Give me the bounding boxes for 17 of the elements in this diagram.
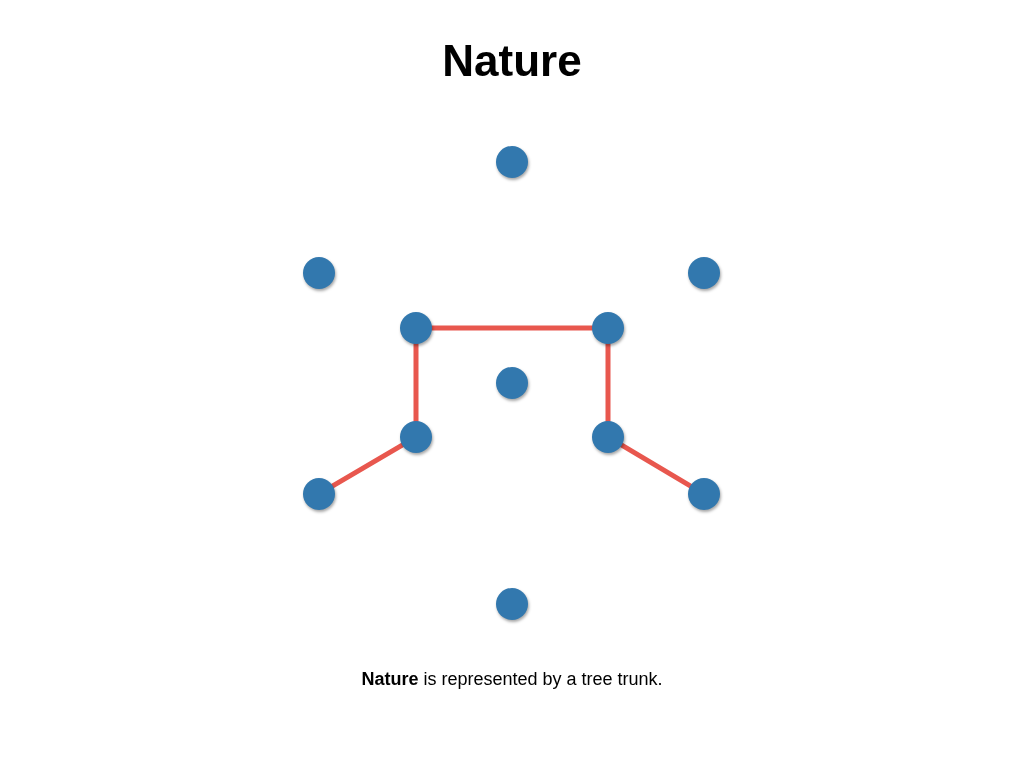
dot [303, 478, 335, 510]
dot [592, 421, 624, 453]
title: Nature [442, 35, 582, 87]
dot [496, 146, 528, 178]
dot [303, 257, 335, 289]
dot [592, 312, 624, 344]
line [330, 442, 405, 489]
dot [496, 588, 528, 620]
dot [496, 367, 528, 399]
dot [400, 421, 432, 453]
line [413, 341, 419, 424]
dot [688, 257, 720, 289]
dot [688, 478, 720, 510]
line [605, 341, 611, 424]
dot [400, 312, 432, 344]
caption: Nature is represented by a tree trunk. [361, 668, 663, 690]
line [619, 442, 693, 489]
